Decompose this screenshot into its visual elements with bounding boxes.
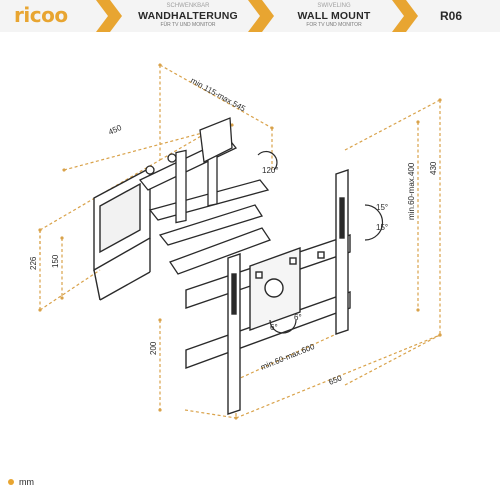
tv-bracket — [185, 169, 351, 415]
label-vesa-height: min.60-max.400 — [407, 162, 416, 220]
label-rotate-right: 6° — [294, 313, 302, 322]
label-total-width: 650 — [327, 373, 343, 387]
english-title: WALL MOUNT — [297, 10, 371, 22]
unit-label: mm — [19, 477, 34, 487]
unit-dot-icon — [8, 479, 14, 485]
label-height-inner: 150 — [51, 254, 60, 268]
swivel-arc-icon — [257, 150, 278, 171]
unit-legend: mm — [8, 477, 34, 487]
brand-logo: ricoo — [14, 3, 68, 27]
label-tilt-down: 15° — [376, 223, 388, 232]
model-number: R06 — [440, 9, 463, 23]
label-total-height: 430 — [429, 161, 438, 175]
wall-plate — [93, 166, 151, 301]
dim-line-arm-length — [39, 159, 161, 231]
label-rotate-left: 6° — [270, 323, 278, 332]
rotate-arc-icon — [269, 319, 297, 334]
label-height-outer: 226 — [29, 256, 38, 270]
english-note: FOR TV UND MONITOR — [306, 22, 362, 28]
dim-line-extension — [158, 63, 274, 130]
english-subtitle: SWIVELING — [317, 3, 351, 9]
label-vesa-width: min.60-max.600 — [259, 342, 316, 372]
german-title: WANDHALTERUNG — [138, 10, 238, 22]
header-german: SCHWENKBAR WANDHALTERUNG FÜR TV UND MONI… — [128, 3, 248, 28]
mount-diagram: 450 min.115-max.545 120° 226 150 min.60-… — [29, 63, 442, 420]
label-extension: min.115-max.545 — [189, 76, 247, 114]
label-plate-height: 200 — [149, 341, 158, 355]
german-subtitle: SCHWENKBAR — [166, 3, 210, 9]
swivel-arms — [138, 117, 271, 275]
label-arm-length: 450 — [107, 123, 123, 137]
label-swivel: 120° — [262, 166, 279, 175]
separator-arrow-1 — [96, 0, 122, 32]
header-english: SWIVELING WALL MOUNT FOR TV UND MONITOR — [278, 3, 390, 28]
header-separators — [96, 0, 418, 32]
dim-line-total-width — [234, 333, 442, 420]
brand-name: ricoo — [14, 3, 68, 27]
german-note: FÜR TV UND MONITOR — [160, 22, 216, 28]
label-tilt-up: 15° — [376, 203, 388, 212]
separator-arrow-2 — [248, 0, 274, 32]
separator-arrow-3 — [392, 0, 418, 32]
tilt-arc-icon — [364, 204, 384, 241]
